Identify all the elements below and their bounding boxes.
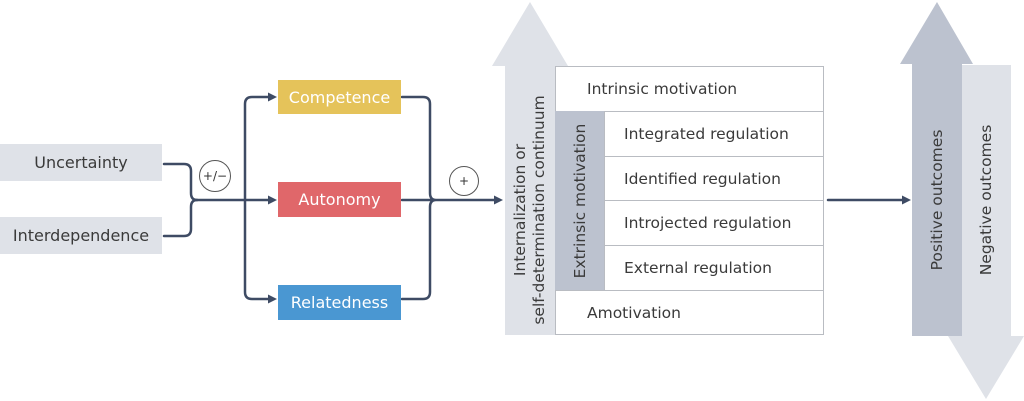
plus-minus-label: +/−: [202, 169, 228, 183]
uncertainty-label: Uncertainty: [34, 153, 128, 172]
relatedness-label: Relatedness: [290, 293, 389, 312]
regulation-row-external: External regulation: [604, 245, 824, 291]
arrowhead-outcomes: [902, 195, 911, 205]
autonomy-box: Autonomy: [278, 182, 401, 217]
plus-label: +: [458, 174, 470, 188]
competence-label: Competence: [288, 87, 391, 107]
continuum-label-line2: self-determination continuum: [530, 95, 548, 325]
interdependence-connector: [162, 198, 199, 238]
amotivation-row: Amotivation: [555, 290, 824, 335]
regulation-label: Introjected regulation: [624, 214, 792, 232]
extrinsic-motivation-band: [555, 111, 605, 291]
relatedness-box: Relatedness: [278, 285, 401, 320]
needs-merge-connector: [400, 95, 497, 301]
continuum-label-line1: Internalization or: [511, 143, 529, 277]
competence-box: Competence: [278, 80, 401, 114]
extrinsic-motivation-text: Extrinsic motivation: [571, 123, 589, 279]
uncertainty-connector: [162, 162, 199, 202]
amotivation-label: Amotivation: [587, 303, 681, 322]
arrowhead-autonomy: [268, 195, 277, 205]
interdependence-label: Interdependence: [12, 226, 150, 245]
continuum-up-arrow: [492, 2, 568, 335]
positive-outcomes-text: Positive outcomes: [928, 129, 946, 271]
plus-operator: +: [449, 166, 479, 196]
intrinsic-motivation-row: Intrinsic motivation: [555, 66, 824, 112]
interdependence-box: Interdependence: [0, 217, 162, 254]
intrinsic-motivation-label: Intrinsic motivation: [587, 80, 738, 98]
uncertainty-box: Uncertainty: [0, 144, 162, 181]
extrinsic-motivation-label: Extrinsic motivation: [567, 111, 593, 291]
regulation-row-introjected: Introjected regulation: [604, 200, 824, 246]
continuum-label: Internalization or self-determination co…: [505, 80, 555, 340]
regulation-row-identified: Identified regulation: [604, 156, 824, 201]
negative-outcomes-text: Negative outcomes: [977, 124, 995, 276]
arrowhead-relatedness: [268, 294, 277, 304]
negative-outcomes-label: Negative outcomes: [973, 120, 999, 280]
regulation-row-integrated: Integrated regulation: [604, 111, 824, 157]
negative-outcomes-down-arrow: [948, 65, 1024, 399]
positive-outcomes-label: Positive outcomes: [924, 120, 950, 280]
regulation-label: Identified regulation: [624, 169, 781, 188]
regulation-label: Integrated regulation: [624, 125, 789, 143]
positive-outcomes-up-arrow: [900, 2, 973, 336]
autonomy-label: Autonomy: [298, 190, 381, 209]
regulation-label: External regulation: [624, 259, 772, 277]
plus-minus-operator: +/−: [199, 160, 231, 192]
branch-connector: [243, 95, 272, 301]
arrowhead-competence: [268, 92, 277, 102]
arrowhead-continuum: [494, 195, 503, 205]
